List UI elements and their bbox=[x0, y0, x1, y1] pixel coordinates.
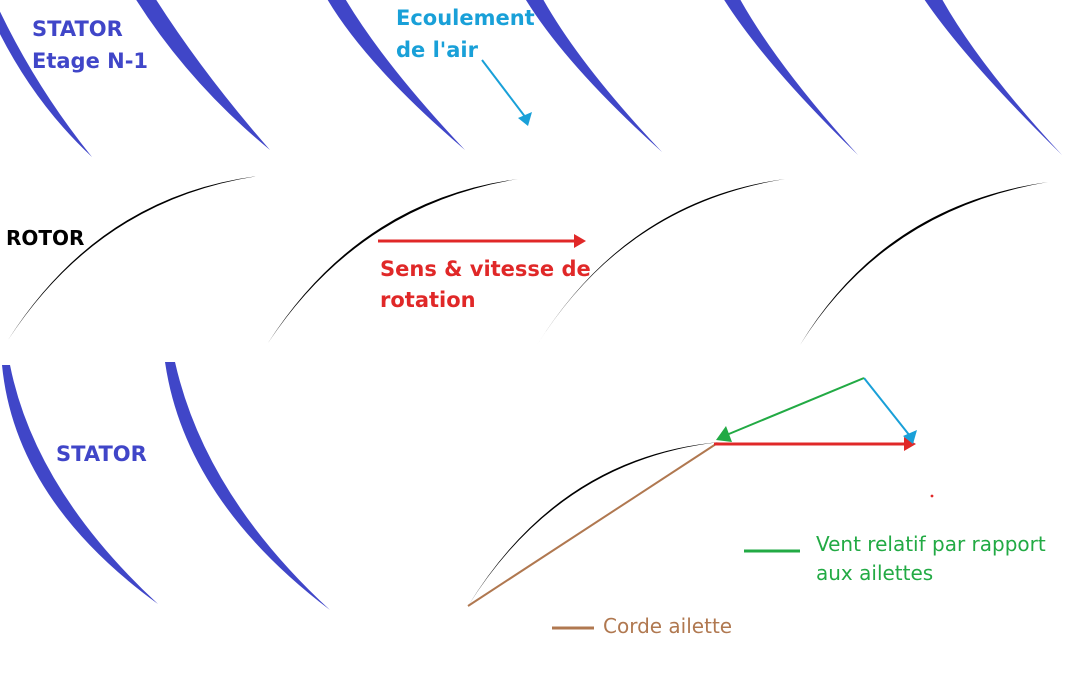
stator-blade bbox=[327, 0, 465, 150]
relative-wind-vector bbox=[723, 377, 865, 437]
relative-wind-label-line2: aux ailettes bbox=[816, 561, 934, 585]
stator-label: STATOR bbox=[56, 442, 147, 466]
stator-blade bbox=[724, 0, 858, 155]
relative-wind-label-line1: Vent relatif par rapport bbox=[816, 532, 1046, 556]
velocity-triangle bbox=[714, 377, 934, 498]
relative-wind-arrowhead bbox=[716, 426, 732, 442]
absolute-air-velocity-arrowhead bbox=[903, 430, 917, 444]
stator-blade bbox=[525, 0, 662, 152]
absolute-air-velocity-vector bbox=[863, 377, 911, 437]
rotor-blade bbox=[800, 182, 1048, 345]
chord-label: Corde ailette bbox=[603, 614, 733, 638]
rotation-label-line1: Sens & vitesse de bbox=[380, 257, 591, 281]
stator-blade bbox=[136, 0, 270, 150]
stray-dot bbox=[930, 494, 934, 498]
rotor-label: ROTOR bbox=[6, 226, 85, 250]
rotation-velocity-arrowhead bbox=[904, 437, 916, 451]
blade-chord-line bbox=[467, 443, 717, 607]
stator-prev-label-line2: Etage N-1 bbox=[32, 49, 149, 73]
stator-blade bbox=[924, 0, 1062, 155]
rotor-blade bbox=[8, 176, 258, 340]
stator-prev-label-line1: STATOR bbox=[32, 17, 123, 41]
stator-blade-row bbox=[2, 362, 330, 610]
rotation-label-line2: rotation bbox=[380, 288, 476, 312]
stator-blade bbox=[2, 365, 158, 604]
airflow-label-line2: de l'air bbox=[396, 38, 478, 62]
stator-blade bbox=[165, 362, 330, 610]
rotation-arrow bbox=[378, 234, 586, 248]
stator-prev-blade-row bbox=[0, 0, 1062, 157]
airflow-arrow bbox=[481, 59, 532, 126]
airflow-label-line1: Ecoulement bbox=[396, 6, 535, 30]
